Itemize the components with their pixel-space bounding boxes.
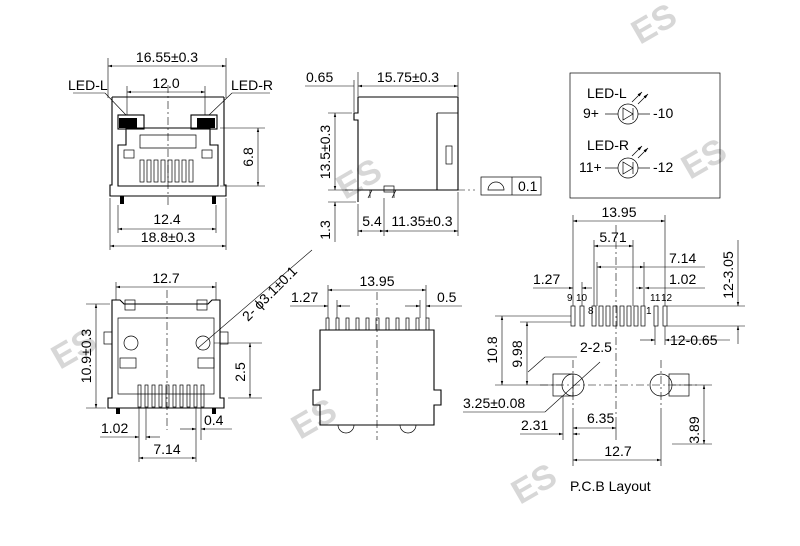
hole-left bbox=[123, 335, 139, 351]
watermark: ES bbox=[675, 131, 733, 187]
dim-pcb-height-a-label: 10.8 bbox=[484, 336, 500, 363]
dim-big-hole-label: 3.25±0.08 bbox=[463, 395, 525, 411]
dim-post-height-label: 2.5 bbox=[232, 362, 248, 382]
top-pins bbox=[325, 317, 430, 331]
bottom-inner-frame bbox=[117, 317, 215, 395]
post-left bbox=[120, 196, 124, 204]
pcb-layout: 9 10 8 1 11 12 13.95 5.71 7.14 1.27 bbox=[463, 204, 745, 494]
led-right-icon bbox=[197, 118, 215, 128]
dim-offset-label: 0.65 bbox=[306, 69, 333, 85]
dim-pin-offset-label: 1.02 bbox=[101, 420, 128, 436]
dim-bottom-width-label: 12.7 bbox=[152, 270, 179, 286]
led-schematic-frame bbox=[569, 72, 721, 199]
watermark: ES bbox=[505, 456, 563, 512]
jack-latch bbox=[139, 134, 197, 149]
pcb-layout-title: P.C.B Layout bbox=[570, 478, 651, 494]
pin-label-8: 8 bbox=[588, 306, 594, 317]
dim-pcb-span-b-label: 7.14 bbox=[669, 250, 696, 266]
dim-hole-size-label: 12-0.65 bbox=[670, 332, 718, 348]
dim-top-width-label: 13.95 bbox=[359, 273, 394, 289]
dim-pcb-span-a-label: 5.71 bbox=[599, 229, 626, 245]
dim-offset-b-label: 6.35 bbox=[587, 410, 614, 426]
led-left-leader bbox=[104, 92, 127, 116]
pin-label-12: 12 bbox=[661, 293, 673, 304]
front-contacts bbox=[139, 159, 194, 183]
led-left-icon bbox=[119, 118, 137, 128]
dim-overall-width-label: 16.55±0.3 bbox=[136, 49, 198, 65]
led-l-anode: 9+ bbox=[583, 105, 599, 121]
bottom-view: 12.7 2- ϕ3.1±0.1 10.9±0.3 2.5 1.02 0.4 7… bbox=[78, 249, 313, 462]
pin-label-9: 9 bbox=[567, 293, 573, 304]
dim-pin-height-label: 1.3 bbox=[317, 220, 333, 240]
dim-height-label: 13.5±0.3 bbox=[317, 125, 333, 180]
led-right-label: LED-R bbox=[231, 77, 273, 93]
dim-inner-height-label: 6.8 bbox=[240, 147, 256, 167]
post-right bbox=[212, 196, 216, 204]
led-r-cathode: -12 bbox=[653, 159, 673, 175]
led-right-leader bbox=[208, 92, 233, 116]
jack-opening bbox=[117, 127, 219, 187]
led-schematic: LED-L 9+ -10 LED-R 11+ -12 bbox=[569, 72, 721, 199]
top-view: 13.95 1.27 0.5 bbox=[290, 273, 462, 440]
side-view: 15.75±0.3 0.65 13.5±0.3 1.3 5.4 11.35±0.… bbox=[305, 69, 542, 242]
front-view: 16.55±0.3 12.0 LED-L LED-R 6.8 12.4 18.8… bbox=[68, 49, 273, 250]
dim-offset-a-label: 2.31 bbox=[521, 417, 548, 433]
dim-base-width-label: 12.4 bbox=[153, 211, 180, 227]
led-window-right bbox=[190, 114, 218, 130]
dim-pcb-overall-label: 13.95 bbox=[601, 204, 636, 220]
watermark: ES bbox=[330, 151, 388, 207]
dim-pcb-pitch-a-label: 1.27 bbox=[533, 271, 560, 287]
side-body-outline bbox=[353, 96, 459, 191]
contact-marker-right bbox=[201, 149, 213, 159]
dim-post-span-label: 12.7 bbox=[604, 443, 631, 459]
hole-right bbox=[195, 335, 211, 351]
led-l-cathode: -10 bbox=[653, 105, 673, 121]
dim-bottom-height-label: 10.9±0.3 bbox=[78, 329, 94, 384]
pin-label-1: 1 bbox=[646, 306, 652, 317]
hole-leader bbox=[197, 249, 313, 349]
watermark: ES bbox=[45, 321, 103, 377]
contact-marker-left bbox=[123, 149, 135, 159]
dim-pin-pitch-end-label: 0.4 bbox=[204, 412, 224, 428]
led-l-icon bbox=[617, 103, 639, 125]
led-r-icon bbox=[617, 157, 639, 179]
flatness-frame bbox=[480, 176, 542, 196]
flatness-value: 0.1 bbox=[518, 178, 538, 194]
led-r-anode: 11+ bbox=[579, 159, 602, 175]
dim-led-spacing-label: 12.0 bbox=[152, 75, 179, 91]
bottom-pins bbox=[137, 384, 205, 408]
led-window-left bbox=[117, 114, 145, 130]
top-body-outline bbox=[312, 329, 442, 426]
dim-post-holes-label: 2-2.5 bbox=[580, 339, 612, 355]
side-window bbox=[445, 145, 453, 165]
bottom-body-outline bbox=[107, 299, 225, 409]
dim-pcb-height-b-label: 9.98 bbox=[509, 340, 525, 367]
dim-post-spacing-label: 11.35±0.3 bbox=[391, 213, 452, 229]
flatness-icon bbox=[487, 181, 505, 191]
dim-pin-span-label: 7.14 bbox=[153, 441, 180, 457]
dim-top-left-pitch-label: 1.27 bbox=[291, 289, 318, 305]
dim-bottom-width-label: 18.8±0.3 bbox=[141, 229, 196, 245]
pin-label-11: 11 bbox=[650, 293, 661, 304]
watermark: ES bbox=[285, 391, 343, 447]
dim-pcb-pitch-b-label: 1.02 bbox=[669, 271, 696, 287]
pcb-pin-holes bbox=[570, 305, 668, 327]
led-left-label: LED-L bbox=[68, 77, 108, 93]
front-body-outline bbox=[109, 97, 227, 197]
dim-post-vert-label: 3.89 bbox=[686, 416, 702, 443]
led-r-title: LED-R bbox=[587, 137, 629, 153]
led-l-title: LED-L bbox=[587, 85, 627, 101]
dim-vert-hole-label: 12-3.05 bbox=[720, 251, 736, 299]
dim-post-offset-label: 5.4 bbox=[362, 213, 382, 229]
dim-top-right-pitch-label: 0.5 bbox=[437, 289, 457, 305]
watermark: ES bbox=[625, 0, 683, 52]
dim-length-label: 15.75±0.3 bbox=[377, 69, 439, 85]
